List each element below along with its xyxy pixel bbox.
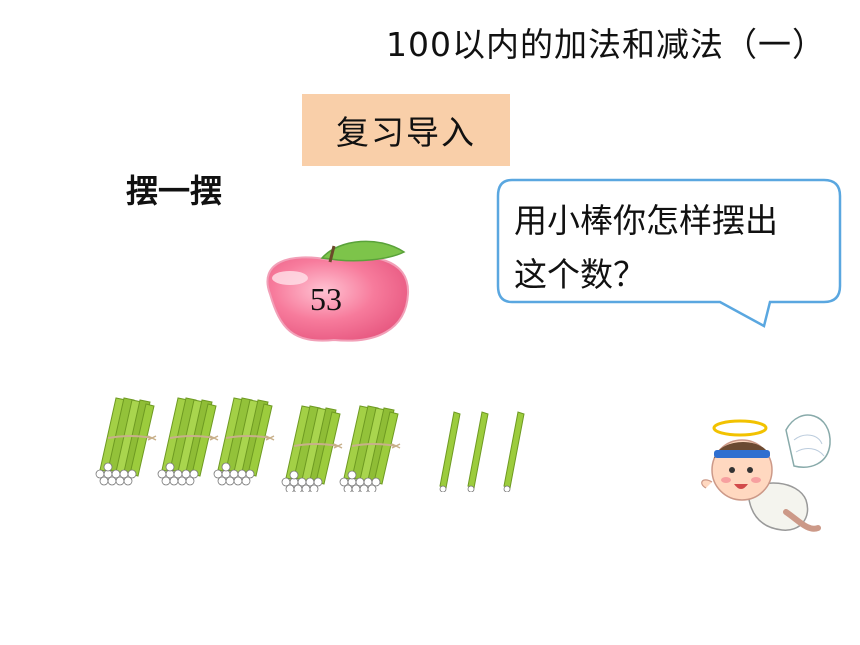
stick-bundle-icon bbox=[95, 397, 157, 486]
apple-icon bbox=[266, 240, 410, 342]
subheading: 摆一摆 bbox=[126, 172, 223, 210]
single-stick-icon bbox=[467, 411, 489, 492]
speech-bubble-text: 用小棒你怎样摆出 这个数？ bbox=[514, 194, 834, 302]
single-stick-icon bbox=[439, 411, 461, 492]
sticks-group bbox=[95, 397, 525, 492]
section-label: 复习导入 bbox=[336, 113, 476, 152]
stick-bundle-icon bbox=[281, 405, 343, 492]
speech-line-1: 用小棒你怎样摆出 bbox=[514, 201, 778, 240]
slide-title: 100以内的加法和减法（一） bbox=[386, 25, 826, 64]
single-stick-icon bbox=[503, 411, 525, 492]
apple-number: 53 bbox=[310, 281, 342, 317]
speech-line-2: 这个数？ bbox=[514, 255, 646, 294]
stick-bundle-icon bbox=[213, 397, 275, 486]
angel-icon bbox=[701, 414, 831, 532]
section-label-box: 复习导入 bbox=[302, 94, 510, 166]
stick-bundle-icon bbox=[339, 405, 401, 492]
stick-bundle-icon bbox=[157, 397, 219, 486]
speech-bubble bbox=[496, 178, 842, 328]
